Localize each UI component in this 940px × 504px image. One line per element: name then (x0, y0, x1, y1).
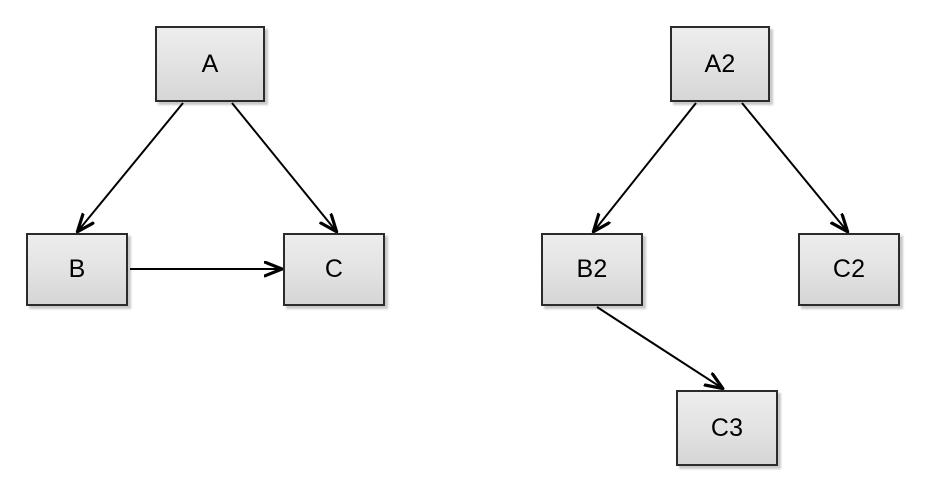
edge-a-to-b (78, 102, 184, 231)
node-label-a2: A2 (704, 49, 736, 78)
node-b2[interactable]: B2 (541, 233, 643, 306)
edge-a-to-c (231, 102, 336, 231)
edge-b2-to-c3 (596, 306, 722, 388)
node-a2[interactable]: A2 (670, 26, 770, 102)
node-a[interactable]: A (155, 26, 265, 102)
edge-a2-to-c2 (741, 102, 847, 231)
node-label-c2: C2 (832, 255, 866, 283)
node-label-c3: C3 (710, 413, 744, 442)
node-label-a: A (201, 49, 219, 78)
node-label-b: B (68, 255, 86, 283)
node-c2[interactable]: C2 (798, 233, 900, 306)
edges-group (78, 102, 847, 388)
node-c3[interactable]: C3 (676, 390, 778, 466)
node-label-b2: B2 (576, 255, 608, 283)
node-c[interactable]: C (283, 233, 385, 306)
edge-a2-to-b2 (594, 102, 697, 231)
node-b[interactable]: B (26, 233, 128, 306)
node-label-c: C (324, 255, 344, 283)
